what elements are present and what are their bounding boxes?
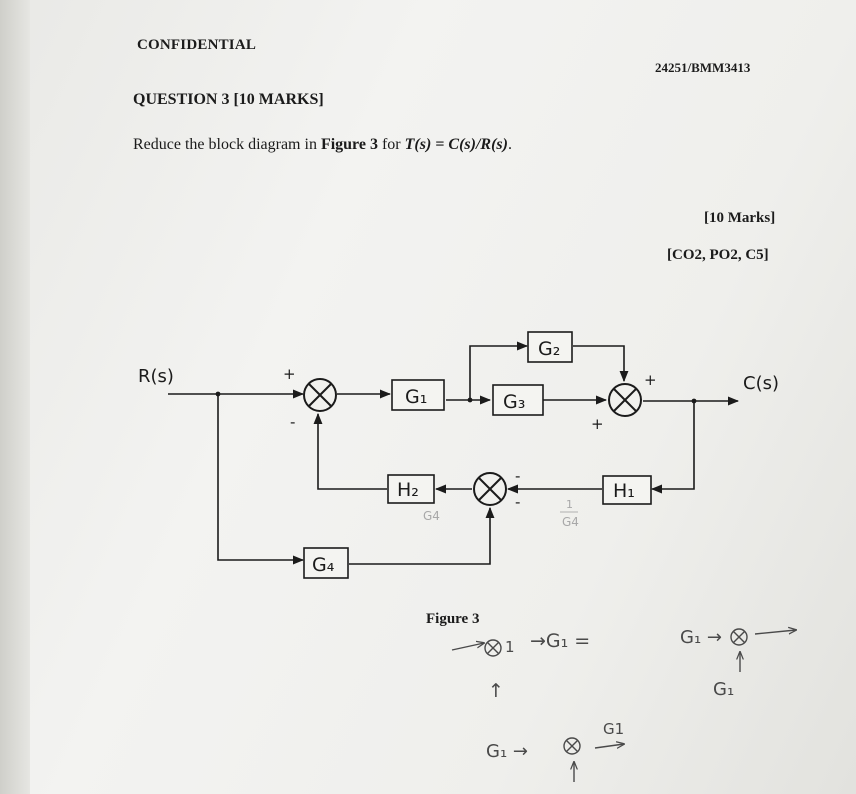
figure-reference: Figure 3 — [320, 136, 378, 153]
block-h1 — [602, 475, 652, 505]
block-g1 — [391, 379, 445, 411]
output-label: C(s) — [743, 373, 779, 394]
header-course-code: 24251/BMM3413 — [655, 60, 751, 75]
pickoff-point-input — [215, 391, 221, 397]
pickoff-point-output — [691, 398, 697, 404]
sign-sj1-top: + — [283, 365, 296, 383]
handwritten-notes: G4 1 G4 1 →G₁ = ↑ G₁ → G₁ G₁ → G1 — [423, 498, 796, 782]
label-g1: G₁ — [405, 386, 427, 408]
note-summing-icon-right — [730, 628, 748, 646]
signal-to-g2 — [469, 341, 529, 400]
summing-junction-2 — [608, 383, 642, 417]
block-g4 — [303, 547, 349, 579]
question-title: QUESTION 3 [10 MARKS] — [133, 91, 324, 108]
note-arrow-out-right — [754, 630, 796, 635]
note-summing-icon — [484, 639, 502, 657]
sign-sj3-bottom: - — [515, 493, 520, 511]
summing-junction-1 — [303, 378, 337, 412]
label-g2: G₂ — [538, 338, 560, 360]
course-outcomes-label: [CO2, PO2, C5] — [667, 247, 769, 263]
question-text-mid: for — [377, 136, 405, 153]
summing-junction-3 — [473, 472, 507, 506]
note-g1-below: G₁ — [713, 679, 734, 700]
note-g4-left: G4 — [423, 509, 440, 523]
transfer-formula: T(s) = C(s)/R(s) — [404, 136, 508, 153]
signal-g4-to-sj3 — [349, 506, 495, 565]
label-g3: G₃ — [503, 391, 525, 413]
note-summing-icon-bottom — [563, 737, 581, 755]
label-h2: H₂ — [397, 479, 419, 501]
note-arrow-in — [451, 643, 484, 651]
signal-h2-to-sj1 — [313, 412, 387, 490]
sign-sj1-bottom: - — [290, 413, 295, 431]
sign-sj3-top: - — [515, 467, 520, 485]
sign-sj2-top: + — [644, 371, 657, 389]
question-text-end: . — [507, 136, 512, 153]
signal-output-to-h1 — [650, 401, 695, 494]
note-small-one: 1 — [505, 638, 515, 656]
note-g1-right: G₁ → — [680, 627, 722, 648]
block-h2 — [387, 474, 435, 504]
note-arrow-up: ↑ — [488, 680, 504, 702]
note-arrow-out-bottom — [594, 744, 624, 748]
figure-caption: Figure 3 — [426, 611, 480, 627]
note-g4-right: G4 — [562, 515, 579, 529]
note-g1-bottom-top: G1 — [603, 720, 624, 738]
page-fold-shadow — [0, 0, 30, 794]
note-fraction-top: 1 — [566, 498, 573, 511]
pickoff-point-g1 — [467, 397, 473, 403]
label-h1: H₁ — [613, 480, 635, 502]
signal-r-to-g4 — [217, 394, 305, 565]
label-g4: G₄ — [312, 554, 335, 576]
note-g1-bottom: G₁ → — [486, 741, 528, 762]
sign-sj2-left: + — [591, 415, 604, 433]
input-label: R(s) — [138, 366, 174, 387]
signal-g2-to-sj2 — [573, 345, 629, 383]
block-g3 — [492, 384, 544, 416]
marks-label: [10 Marks] — [704, 210, 776, 226]
note-equation: →G₁ = — [530, 630, 590, 652]
header-confidential: CONFIDENTIAL — [137, 37, 257, 53]
question-text-prefix: Reduce the block diagram in — [133, 136, 321, 153]
block-g2 — [527, 331, 573, 363]
question-text: Reduce the block diagram in Figure 3 for… — [133, 136, 512, 154]
